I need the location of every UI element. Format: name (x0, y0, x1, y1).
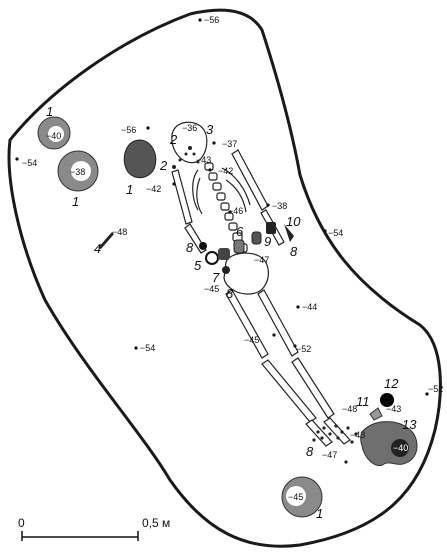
find-5 (205, 251, 219, 265)
find-9 (251, 231, 262, 245)
label-1: 1 (72, 194, 79, 209)
find-6 (233, 239, 245, 254)
left-femur (225, 289, 269, 359)
depth-label: −43 (350, 430, 365, 440)
finds (172, 146, 358, 464)
depth-label: −36 (182, 123, 197, 133)
label-1: 1 (46, 104, 53, 119)
grave-pit-outline (7, 8, 442, 548)
depth-label: −54 (22, 158, 37, 168)
scale-half-meter: 0,5 м (142, 516, 170, 530)
find-8-left (199, 242, 207, 250)
find-8-right (284, 224, 294, 242)
find-7 (222, 266, 230, 274)
ribs-right (221, 167, 251, 213)
skull (171, 121, 208, 164)
label-10: 10 (286, 214, 301, 229)
depth-label: −44 (302, 302, 317, 312)
right-femur (257, 289, 299, 357)
depth-label: −40 (393, 443, 408, 453)
pit-3-inner (286, 486, 306, 506)
pit-group (37, 116, 323, 518)
depth-label: −45 (288, 492, 303, 502)
skeleton (171, 121, 351, 447)
left-humerus (171, 169, 193, 225)
label-8: 8 (306, 444, 314, 459)
depth-markers (15, 18, 429, 396)
scale-zero: 0 (18, 516, 25, 530)
bead-cluster (188, 146, 192, 150)
depth-labels: −56 −54 −40 −38 −48 −56 −36 −37 −43 −42 … (22, 15, 443, 502)
label-8: 8 (186, 240, 194, 255)
depth-label: −43 (196, 155, 211, 165)
vessel (123, 139, 157, 179)
label-6: 6 (236, 224, 244, 239)
label-5: 5 (194, 258, 202, 273)
pit-4-inner (391, 439, 409, 457)
label-13: 13 (402, 417, 417, 432)
depth-label: −47 (322, 450, 337, 460)
scale-bar: 0 0,5 м (18, 516, 170, 541)
depth-label: −42 (218, 166, 233, 176)
find-12 (380, 393, 394, 407)
label-9: 9 (264, 234, 271, 249)
depth-label: −47 (254, 255, 269, 265)
label-8: 8 (226, 286, 234, 301)
depth-label: −42 (146, 184, 161, 194)
depth-label: −48 (112, 227, 127, 237)
depth-label: −37 (222, 139, 237, 149)
depth-label: −46 (228, 206, 243, 216)
label-1: 1 (126, 182, 133, 197)
label-11: 11 (356, 394, 370, 409)
depth-label: −52 (428, 384, 443, 394)
label-7: 7 (212, 270, 220, 285)
depth-label: −56 (121, 125, 136, 135)
depth-label: −45 (244, 335, 259, 345)
depth-label: −56 (204, 15, 219, 25)
ribs-left (192, 169, 203, 215)
depth-label: −38 (70, 167, 85, 177)
depth-label: −54 (328, 228, 343, 238)
label-8: 8 (290, 244, 298, 259)
find-belt (218, 248, 230, 260)
find-numbers: 1 1 1 1 2 2 3 4 5 6 7 8 8 8 8 9 10 11 12… (46, 104, 417, 521)
depth-label: −43 (386, 404, 401, 414)
pit-2-inner (71, 161, 91, 181)
knife (98, 232, 114, 249)
find-11 (369, 407, 383, 421)
depth-label: −40 (46, 131, 61, 141)
right-tibia (291, 357, 335, 419)
find-10 (266, 222, 276, 234)
label-2: 2 (159, 158, 168, 173)
label-1: 1 (316, 506, 323, 521)
depth-label: −48 (342, 404, 357, 414)
label-4: 4 (94, 241, 101, 256)
depth-label: −38 (272, 201, 287, 211)
depth-label: −54 (140, 343, 155, 353)
right-humerus (231, 149, 269, 211)
label-12: 12 (384, 376, 399, 391)
label-3: 3 (206, 122, 214, 137)
pit-1-inner (48, 126, 64, 142)
depth-label: −45 (204, 284, 219, 294)
foot-bead-cluster (312, 424, 358, 464)
label-2: 2 (169, 132, 178, 147)
left-tibia (261, 359, 317, 423)
depth-label: −52 (296, 344, 311, 354)
